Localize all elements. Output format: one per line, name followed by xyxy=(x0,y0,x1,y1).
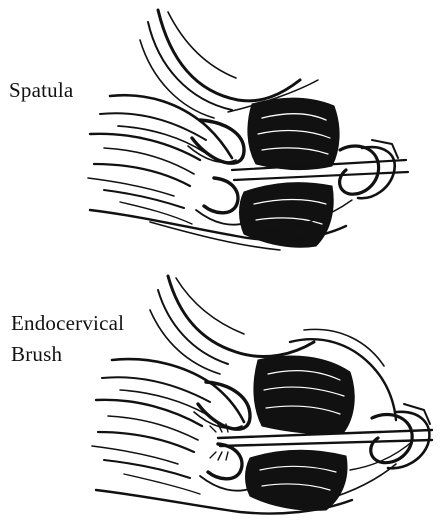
spatula-illustration xyxy=(88,10,408,250)
endocervical-brush-illustration xyxy=(92,276,432,514)
